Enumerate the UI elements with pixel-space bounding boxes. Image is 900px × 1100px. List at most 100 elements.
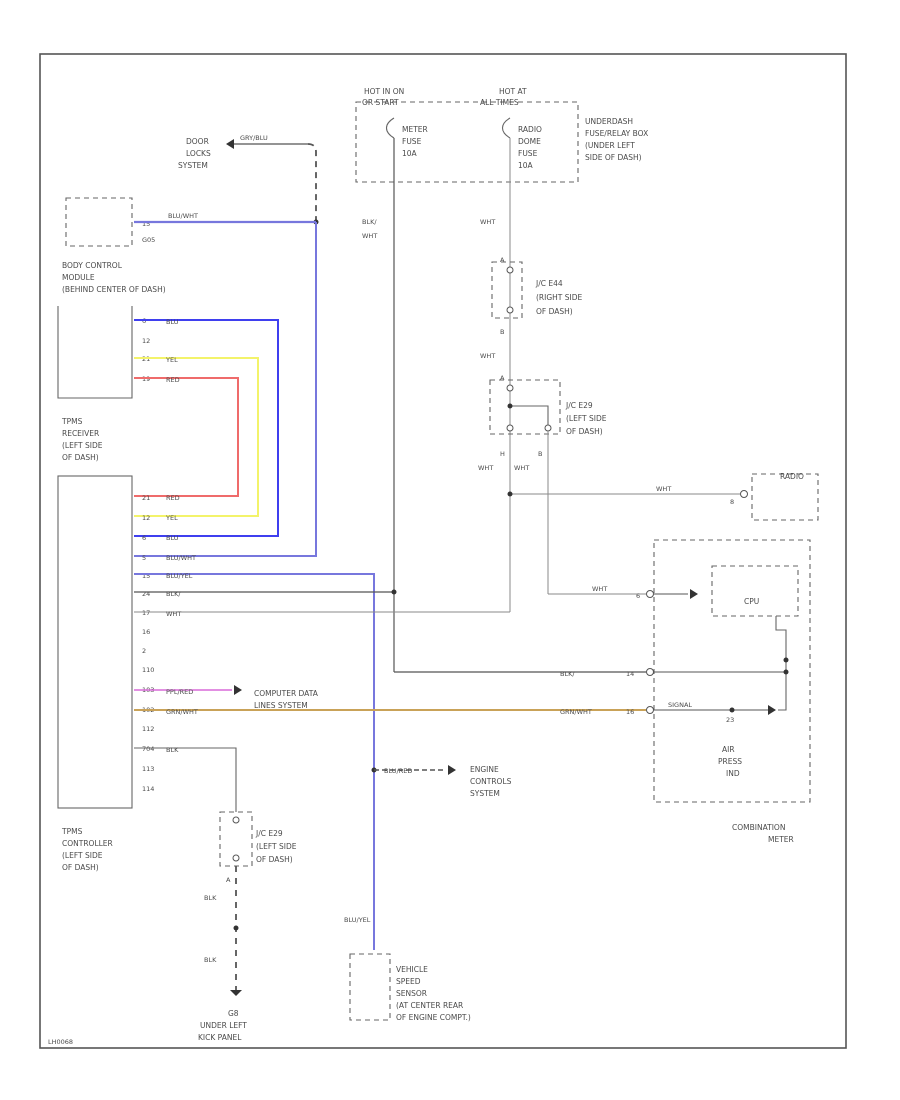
tpms-receiver-label: OF DASH) [62,453,99,462]
tpms-receiver-pin: 12 [142,337,150,345]
meter-blkwht-terminal [646,668,654,676]
tpms-controller-pin: 704 [142,745,154,753]
jc-e29-top-pin-label: A [500,374,505,382]
radio-wire-color-label: WHT [480,218,495,226]
hot-run-label: HOT IN ON [364,87,404,96]
bcm-label: (BEHIND CENTER OF DASH) [62,285,166,294]
fuse-box-label: UNDERDASH [585,117,633,126]
blk-ground-wire [134,747,237,812]
engine-controls-label: CONTROLS [470,777,512,786]
ground-label: G8 [228,1009,239,1018]
radio-fuse-label: DOME [518,137,541,146]
tpms-controller-pin: 112 [142,725,154,733]
tpms-controller-pin: 110 [142,666,154,674]
radio-fuse-label: 10A [518,161,534,170]
pplred-wire-label: PPL/RED [166,688,193,696]
blu-wire-label: BLU [166,534,179,542]
jc-e29-bottom-label: J/C E29 [255,829,283,838]
computer-data-label: COMPUTER DATA [254,689,319,698]
bluyel-vert-label: BLU/YEL [344,916,371,924]
jc-e29-wire-label: WHT [478,464,493,472]
air-press-arrow-icon [768,705,776,715]
radio-label: RADIO [780,472,804,481]
tpms-controller-label: OF DASH) [62,863,99,872]
fuse-box-outline [355,101,579,183]
radio-box [751,473,819,521]
meter-fuse-label: FUSE [402,137,422,146]
red-wire-label: RED [166,494,180,502]
vss-box [349,953,391,1021]
tpms-receiver-label: RECEIVER [62,429,99,438]
tpms-controller-pin: 24 [142,590,150,598]
tpms-controller-pin: 12 [142,514,150,522]
jc-e29-wire-label: WHT [514,464,529,472]
vss-label: SPEED [396,977,421,986]
jc-e29-top-terminal [506,424,514,432]
jc-e44-label: (RIGHT SIDE [536,293,583,302]
meter-wht-wire-label: WHT [592,585,607,593]
tpms-controller-label: (LEFT SIDE [62,851,103,860]
jc-e44-label: J/C E44 [535,279,563,288]
cpu-box [711,565,799,617]
vss-label: (AT CENTER REAR [396,1001,463,1010]
radio-pin-label: 8 [730,498,734,506]
meter-wire-color-label: WHT [362,232,377,240]
bcm-wire-label: BLU/WHT [168,212,198,220]
grnwht-wire-label: GRN/WHT [166,708,198,716]
radio-wire-color-label: WHT [480,352,495,360]
meter-wht-pin: 6 [636,592,640,600]
jc-e29-top-terminal [544,424,552,432]
door-locks-shielded-wire [307,143,317,222]
cpu-input-arrow-icon [690,589,698,599]
jc-e29-bottom-pin: A [226,876,231,884]
jc-e29-top-terminal [506,384,514,392]
cpu-label: CPU [744,597,759,606]
fuse-box-label: (UNDER LEFT [585,141,635,150]
ground-splice-dot [233,925,239,931]
blk-wht-splice-dot [391,589,397,595]
combination-meter-label: METER [768,835,794,844]
jc-e29-pin-label: H [500,450,505,458]
red-loop-wire [134,377,239,497]
jc-e44-pin-label: B [500,328,504,336]
jc-e29-bottom-terminal [232,854,240,862]
yel-wire-label: YEL [165,514,178,522]
meter-fuse-symbol [385,117,395,139]
diagram-code: LH0068 [48,1038,73,1046]
bcm-box [65,197,133,247]
tpms-controller-pin: 21 [142,494,150,502]
diagram-border [39,53,847,1049]
red-wire-label: RED [166,376,180,384]
engine-wire-label: BLU/RED [384,767,412,775]
meter-internal-pin: 23 [726,716,734,724]
blu-wire-label: BLU [166,318,179,326]
door-locks-label: SYSTEM [178,161,208,170]
meter-fuse-label: 10A [402,149,418,158]
bcm-pin-label: 15 [142,220,150,228]
blk-ground-label: BLK [204,956,217,964]
cpu-splice-dot [783,669,789,675]
bcm-label: BODY CONTROL [62,261,123,270]
meter-grnwht-terminal [646,706,654,714]
radio-fuse-label: FUSE [518,149,538,158]
tpms-controller-label: TPMS [61,827,83,836]
cpu-output-wire [775,616,787,711]
door-locks-wire-label: GRY/BLU [240,134,268,142]
bluyel-wire-label: BLU/YEL [166,572,193,580]
jc-e29-splice-dot [507,403,513,409]
radio-terminal [740,490,748,498]
jc-e44-label: OF DASH) [536,307,573,316]
tpms-controller-pin: 15 [142,572,150,580]
bcm-label: MODULE [62,273,95,282]
engine-controls-label: ENGINE [470,765,499,774]
vss-label: VEHICLE [396,965,428,974]
engine-controls-label: SYSTEM [470,789,500,798]
ground-symbol-icon [230,990,242,996]
ground-label: UNDER LEFT [200,1021,247,1030]
tpms-controller-pin: 5 [142,554,146,562]
radio-fuse-label: RADIO [518,125,542,134]
jc-e44-terminal-bottom [506,306,514,314]
cpu-splice-dot [783,657,789,663]
bluwht-wire-label: BLU/WHT [166,554,196,562]
